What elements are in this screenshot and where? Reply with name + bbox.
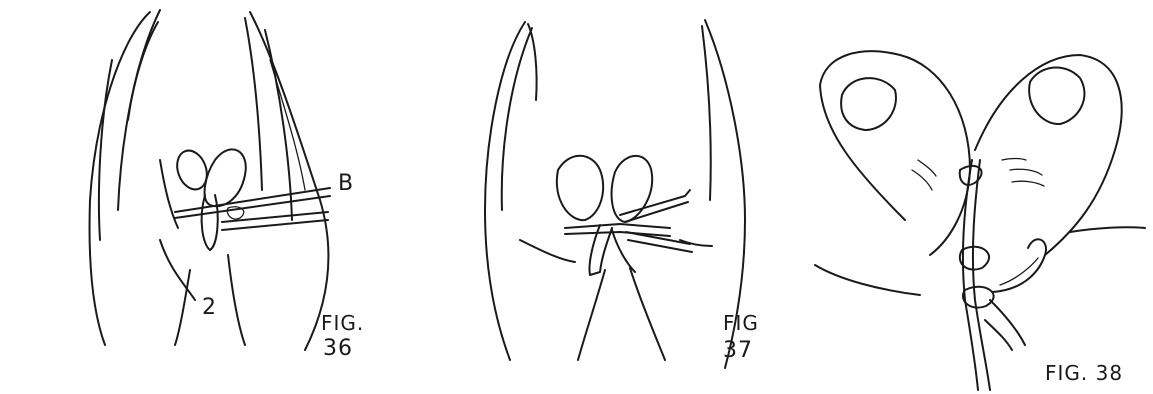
- figure-36-label: FIG.: [321, 313, 364, 333]
- figure-37-label: FIG: [723, 313, 759, 333]
- figure-36-panel: B 2 FIG. 36: [0, 0, 400, 394]
- figure-37-number: 37: [723, 340, 753, 362]
- figure-38-label: FIG. 38: [1045, 363, 1123, 383]
- figure-38-drawing: [800, 0, 1153, 394]
- figure-38-panel: FIG. 38: [800, 0, 1153, 394]
- label-2: 2: [202, 297, 217, 319]
- label-b: B: [338, 173, 354, 195]
- figure-36-number: 36: [323, 338, 353, 360]
- figure-37-panel: FIG 37: [440, 0, 800, 394]
